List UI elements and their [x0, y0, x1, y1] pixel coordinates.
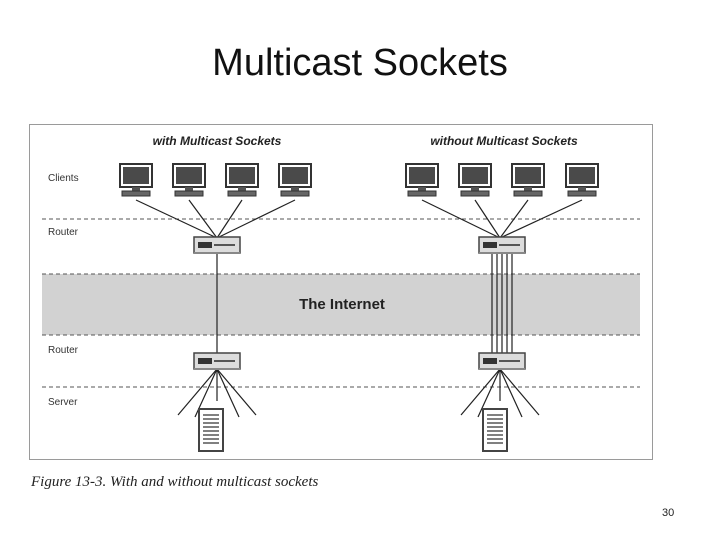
layer-label-router-bottom: Router — [48, 345, 79, 356]
left-heading: with Multicast Sockets — [153, 134, 282, 148]
client-monitor-icon — [405, 163, 439, 197]
router-icon — [193, 236, 241, 254]
client-monitor-icon — [565, 163, 599, 197]
right-connections — [421, 199, 583, 418]
router-icon — [193, 352, 241, 370]
internet-label: The Internet — [299, 296, 385, 313]
layer-label-router-top: Router — [48, 227, 79, 238]
slide-title: Multicast Sockets — [212, 42, 508, 84]
network-figure: with Multicast Sockets without Multicast… — [29, 124, 653, 460]
internet-band — [42, 274, 640, 335]
page-number: 30 — [662, 507, 675, 519]
network-diagram: with Multicast Sockets without Multicast… — [42, 134, 640, 452]
router-icon — [478, 352, 526, 370]
client-monitor-icon — [458, 163, 492, 197]
router-icon — [478, 236, 526, 254]
layer-label-clients: Clients — [48, 173, 79, 184]
client-monitor-icon — [511, 163, 545, 197]
layer-label-server: Server — [48, 397, 78, 408]
client-monitor-icon — [278, 163, 312, 197]
figure-caption: Figure 13-3. With and without multicast … — [31, 474, 319, 490]
server-tower-icon — [482, 408, 508, 452]
client-monitor-icon — [119, 163, 153, 197]
client-monitor-icon — [172, 163, 206, 197]
client-monitor-icon — [225, 163, 259, 197]
server-tower-icon — [198, 408, 224, 452]
right-heading: without Multicast Sockets — [430, 134, 578, 148]
